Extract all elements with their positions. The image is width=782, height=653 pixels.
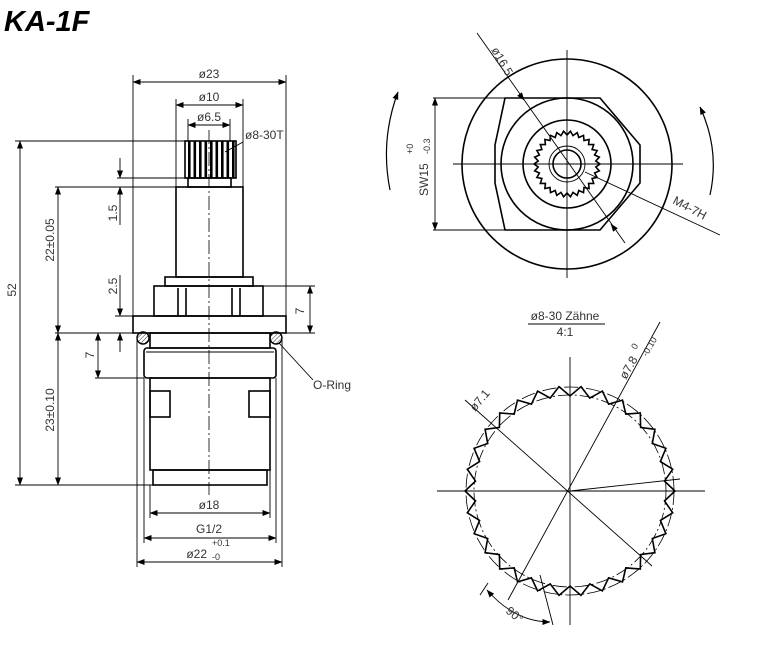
drawing-title: KA-1F — [4, 6, 90, 38]
side-view: ø23 ø10 ø6.5 ø8-30T 52 22±0.05 1.5 2.5 7… — [5, 67, 351, 567]
spline-teeth-detail — [463, 385, 677, 597]
spline-tooth — [193, 141, 197, 178]
dim-spline: ø8-30T — [245, 128, 284, 142]
detail-scale: 4:1 — [557, 325, 574, 339]
dim-sw: SW15 — [417, 163, 431, 196]
o-ring-left — [136, 331, 150, 345]
notch-left — [149, 390, 171, 418]
hex-outline — [494, 97, 641, 231]
dim-len-7-right: 7 — [293, 307, 307, 314]
detail-title: ø8-30 Zähne — [531, 309, 600, 323]
dim-dia-7-8-tol-upper: 0 — [629, 342, 640, 351]
o-ring-right — [269, 331, 283, 345]
dim-dia-23: ø23 — [199, 67, 220, 81]
spline-teeth-top — [532, 129, 602, 199]
dim-thread-g1-2: G1/2 — [196, 522, 222, 536]
dim-len-7-left: 7 — [83, 351, 97, 358]
o-ring-label: O-Ring — [313, 378, 351, 392]
thread-section — [143, 347, 277, 379]
spline-tooth — [204, 141, 208, 178]
flange — [132, 315, 287, 334]
dim-dia-7-8: ø7.8 — [616, 353, 640, 381]
dim-thread-m4: M4-7H — [671, 193, 709, 222]
spline-tooth — [215, 141, 219, 178]
dim-angle: 90° — [503, 604, 526, 627]
dim-dia-18: ø18 — [199, 498, 220, 512]
dim-dia-22-tol-lower: -0 — [212, 552, 220, 562]
spline-tooth — [226, 141, 230, 178]
dim-len-22: 22±0.05 — [43, 218, 57, 262]
spline-tooth — [210, 141, 213, 178]
notch-right — [248, 390, 271, 418]
dim-len-1-5: 1.5 — [106, 204, 120, 221]
dim-dia-10: ø10 — [199, 90, 220, 104]
dim-dia-7-8-tol-lower: -0.10 — [640, 335, 659, 358]
spline-tooth — [199, 141, 202, 178]
dim-len-2-5: 2.5 — [106, 277, 120, 294]
spline-tooth — [232, 141, 235, 178]
dim-dia-22-tol-upper: +0.1 — [212, 538, 230, 548]
dim-dia-22: ø22 — [186, 547, 207, 561]
dim-len-52: 52 — [5, 283, 19, 297]
dim-dia-16-5: ø16.5 — [488, 45, 516, 79]
dim-dia-7-1: ø7.1 — [467, 386, 493, 414]
spline-teeth — [188, 141, 235, 178]
outer-flange-circle — [461, 58, 673, 270]
dim-sw-tol-upper: +0 — [405, 144, 415, 154]
spline-tooth — [188, 141, 191, 178]
dim-len-23: 23±0.10 — [43, 388, 57, 432]
stem — [175, 186, 244, 278]
hex-nut — [153, 285, 264, 317]
dim-sw-tol-lower: -0.3 — [422, 138, 432, 154]
neck — [187, 177, 232, 188]
bottom-seat — [152, 469, 268, 486]
top-view: ø16.5 SW15 +0 -0.3 M4-7H — [385, 32, 721, 278]
spline-tooth — [221, 141, 224, 178]
dim-dia-6-5: ø6.5 — [197, 110, 221, 124]
detail-view: ø8-30 Zähne 4:1 ø7.1 ø7.8 0 -0.10 90° — [437, 309, 705, 626]
